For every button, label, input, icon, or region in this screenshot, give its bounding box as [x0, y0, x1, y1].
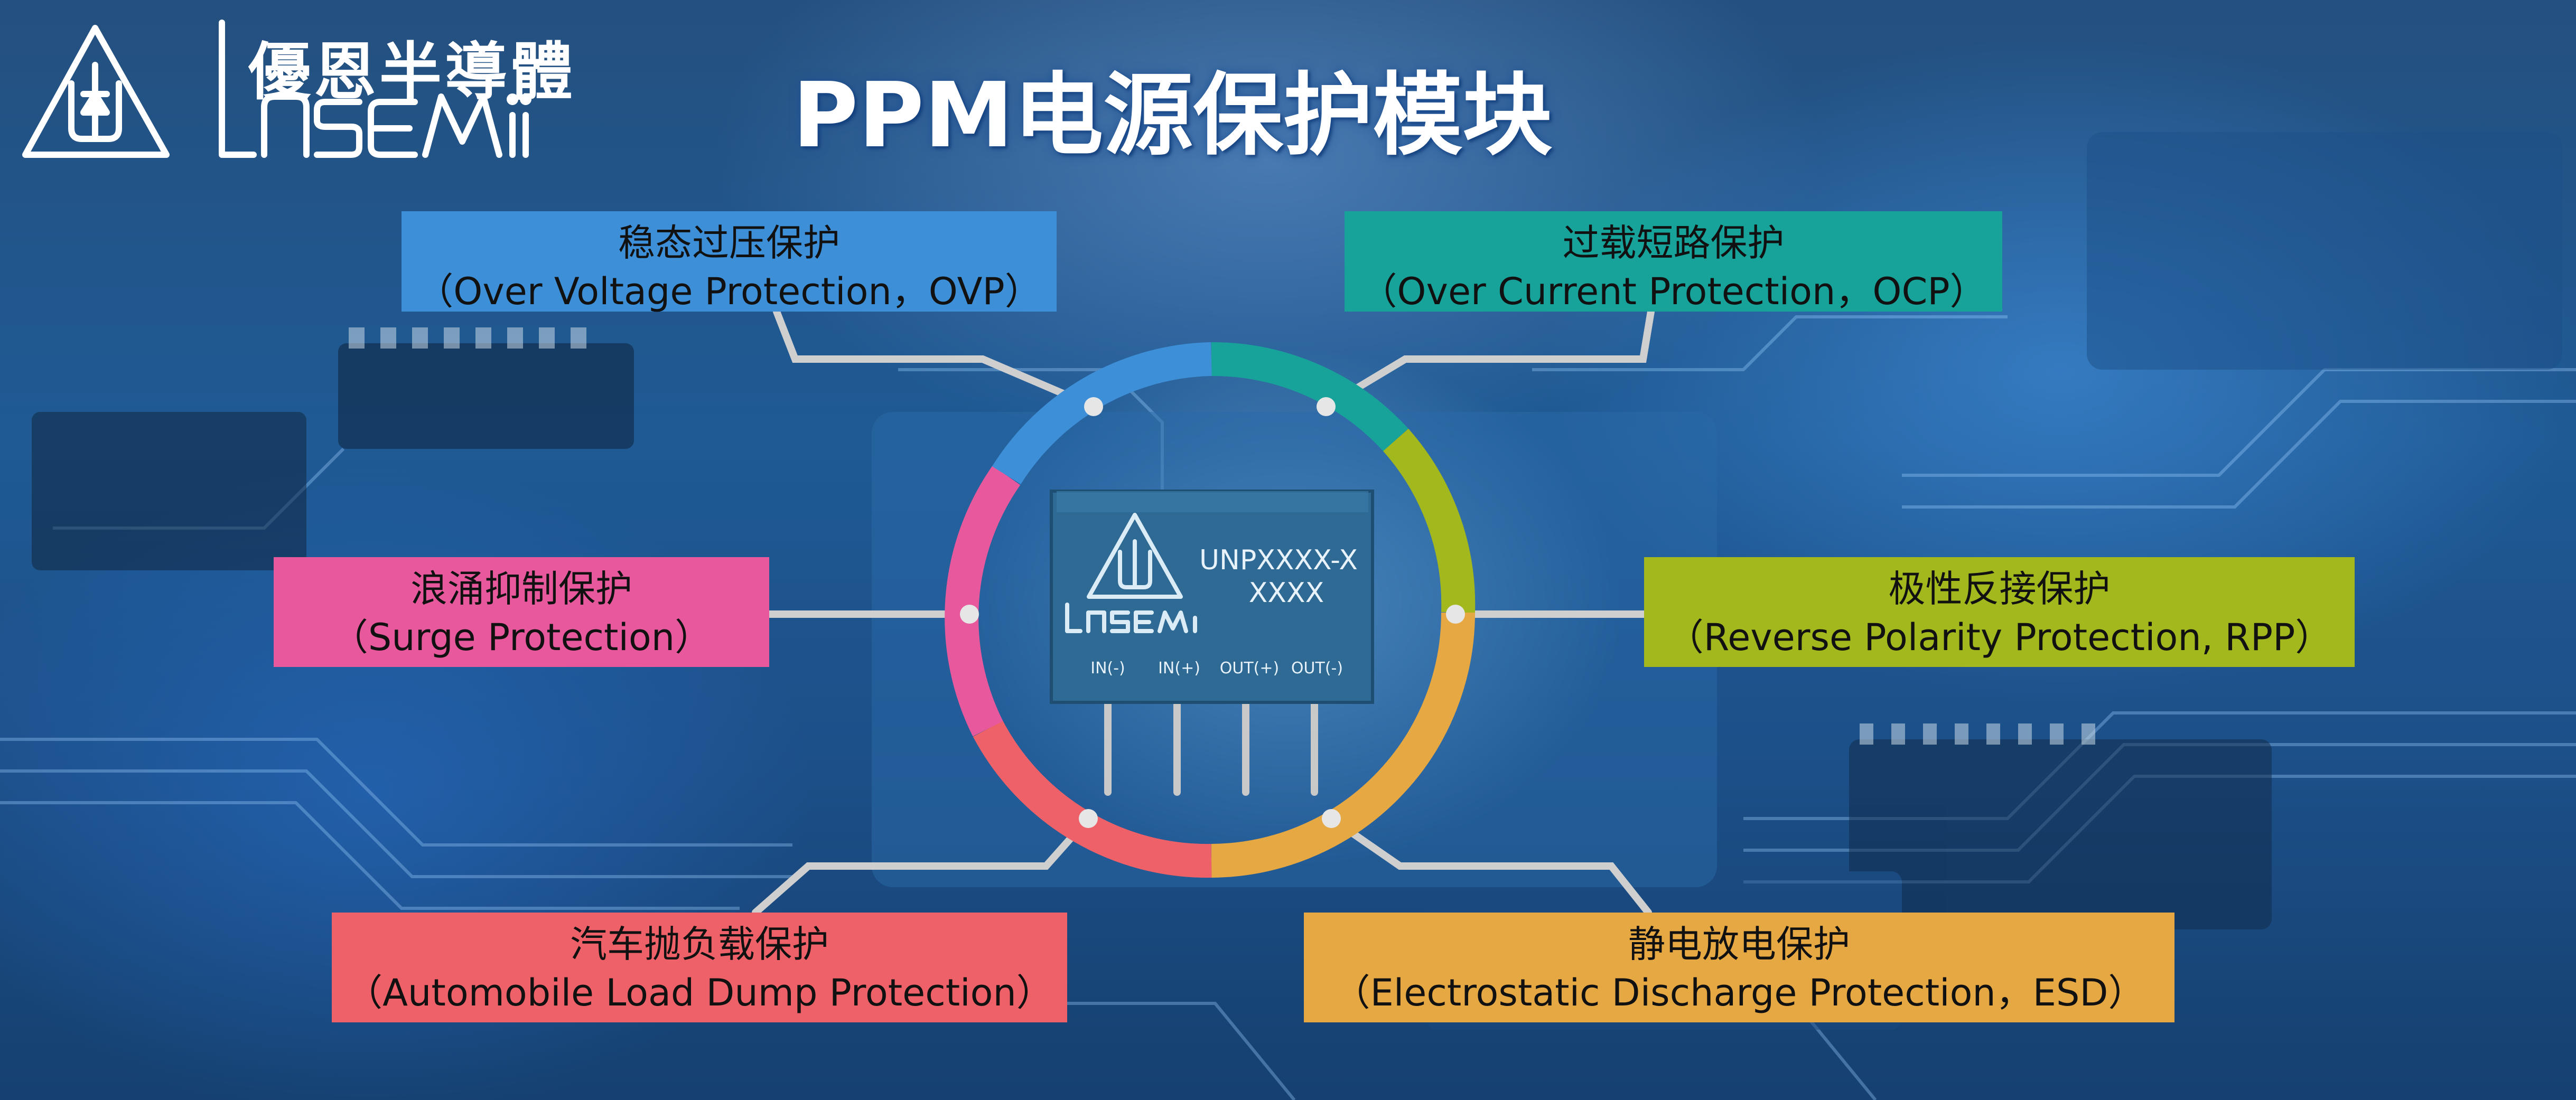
connector-dots [960, 397, 1465, 828]
feature-esd-title: 静电放电保护 [1628, 923, 1850, 966]
brand-name-cn: 優恩半導體 [248, 35, 576, 108]
pin-label-in-plus: IN(+) [1158, 659, 1200, 678]
connector-load [752, 815, 1092, 916]
ring-segment-ovp [992, 342, 1212, 485]
feature-box-rpp: 极性反接保护 （Reverse Polarity Protection, RPP… [1644, 557, 2355, 667]
feature-box-surge: 浪涌抑制保护 （Surge Protection） [274, 557, 769, 667]
ring-segment-rpp [1383, 428, 1476, 614]
ring-segment-load [973, 720, 1212, 878]
logo-triangle [22, 25, 170, 158]
protection-ring [945, 342, 1476, 878]
ring-segment-ocp [1211, 342, 1408, 452]
feature-surge-title: 浪涌抑制保护 [410, 567, 632, 610]
module-logo [1065, 513, 1197, 633]
feature-box-ovp: 稳态过压保护 （Over Voltage Protection，OVP） [402, 211, 1057, 313]
feature-load-subtitle: （Automobile Load Dump Protection） [346, 971, 1053, 1014]
feature-ocp-subtitle: （Over Current Protection，OCP） [1360, 270, 1987, 313]
connector-ovp [773, 308, 1097, 410]
feature-surge-subtitle: （Surge Protection） [331, 616, 712, 659]
unsemi-logo [22, 20, 531, 158]
feature-esd-subtitle: （Electrostatic Discharge Protection，ESD） [1333, 971, 2145, 1014]
feature-box-ocp: 过载短路保护 （Over Current Protection，OCP） [1345, 211, 2002, 313]
module-pins [1104, 693, 1318, 796]
connector-lines [752, 308, 1655, 916]
feature-rpp-title: 极性反接保护 [1888, 567, 2111, 610]
feature-load-title: 汽车抛负载保护 [570, 923, 829, 966]
module-code: XXXX [1249, 577, 1324, 609]
module-model: UNPXXXX-X [1199, 544, 1358, 576]
connector-ocp [1322, 308, 1655, 410]
pin-label-in-minus: IN(-) [1090, 659, 1125, 678]
ppm-module: UNPXXXX-X XXXX IN(-) IN(+) OUT(+) OUT(-) [1050, 490, 1374, 704]
feature-rpp-subtitle: （Reverse Polarity Protection, RPP） [1666, 616, 2332, 659]
connector-esd [1328, 815, 1652, 916]
pin-label-out-minus: OUT(-) [1291, 659, 1343, 678]
feature-ovp-title: 稳态过压保护 [618, 221, 840, 265]
ring-segment-esd [1211, 612, 1475, 878]
feature-ocp-title: 过载短路保护 [1562, 221, 1785, 265]
feature-ovp-subtitle: （Over Voltage Protection，OVP） [416, 270, 1042, 313]
feature-box-load-dump: 汽车抛负载保护 （Automobile Load Dump Protection… [332, 913, 1067, 1022]
pin-label-out-plus: OUT(+) [1220, 659, 1279, 678]
feature-box-esd: 静电放电保护 （Electrostatic Discharge Protecti… [1304, 913, 2174, 1022]
page-title: PPM电源保护模块 [792, 63, 1553, 168]
ring-segment-surge [945, 465, 1021, 737]
